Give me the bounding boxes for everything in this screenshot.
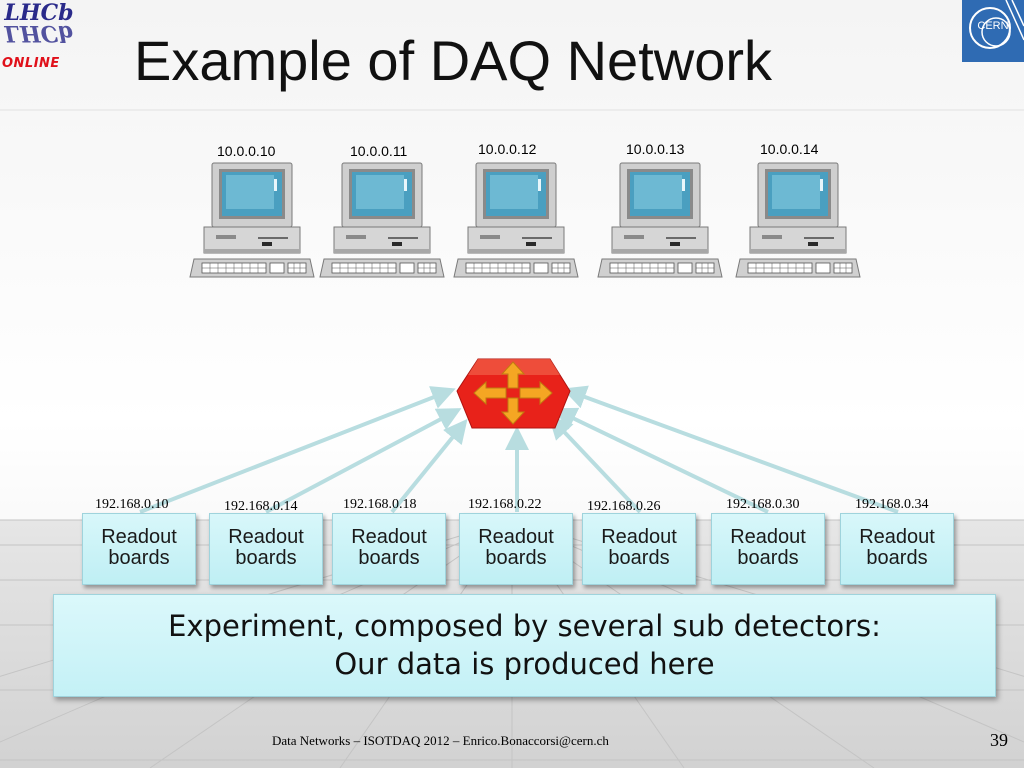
experiment-text-line2: Our data is produced here — [334, 647, 715, 681]
board-ip-label: 192.168.0.34 — [855, 497, 929, 512]
readout-board-label: boards — [608, 547, 670, 569]
readout-board-label: boards — [866, 547, 928, 569]
board-ip-label: 192.168.0.10 — [95, 497, 169, 512]
readout-board-label: Readout — [478, 526, 554, 548]
computer-ip-label: 10.0.0.13 — [626, 141, 685, 157]
board-ip-label: 192.168.0.30 — [726, 497, 800, 512]
board-ip-label: 192.168.0.22 — [468, 497, 542, 512]
slide-title: Example of DAQ Network — [134, 29, 772, 92]
experiment-text-line1: Experiment, composed by several sub dete… — [168, 609, 881, 643]
cern-logo-rings-icon — [969, 0, 1024, 49]
lhcb-online-logo: LHCb LHCb ONLINE — [0, 0, 76, 72]
readout-board-label: boards — [108, 547, 170, 569]
slide-footer: Data Networks – ISOTDAQ 2012 – Enrico.Bo… — [272, 733, 609, 748]
readout-board-label: Readout — [601, 526, 677, 548]
lhcb-logo-text: LHCb — [4, 0, 74, 26]
computer-icon — [453, 162, 579, 278]
readout-board-label: Readout — [351, 526, 427, 548]
readout-board: Readout boards — [82, 513, 196, 585]
readout-board-label: boards — [358, 547, 420, 569]
readout-board: Readout boards — [840, 513, 954, 585]
board-ip-label: 192.168.0.18 — [343, 497, 417, 512]
readout-board-label: boards — [235, 547, 297, 569]
readout-board: Readout boards — [332, 513, 446, 585]
router-switch-icon — [456, 358, 571, 429]
readout-board-label: Readout — [101, 526, 177, 548]
cern-logo: CERN — [962, 0, 1024, 62]
readout-board: Readout boards — [711, 513, 825, 585]
readout-board: Readout boards — [209, 513, 323, 585]
readout-board: Readout boards — [459, 513, 573, 585]
cern-logo-text: CERN — [977, 20, 1009, 32]
computer-icon — [597, 162, 723, 278]
board-ip-label: 192.168.0.26 — [587, 499, 661, 514]
readout-board-label: Readout — [859, 526, 935, 548]
connection-arrows — [139, 385, 899, 514]
readout-board-label: boards — [737, 547, 799, 569]
computer-icon — [189, 162, 315, 278]
readout-board-label: Readout — [228, 526, 304, 548]
computer-icon — [319, 162, 445, 278]
computer-ip-label: 10.0.0.14 — [760, 141, 819, 157]
readout-board-label: boards — [485, 547, 547, 569]
experiment-box: Experiment, composed by several sub dete… — [53, 594, 996, 697]
readout-board: Readout boards — [582, 513, 696, 585]
computer-ip-label: 10.0.0.11 — [350, 143, 408, 159]
computer-ip-label: 10.0.0.10 — [217, 143, 276, 159]
board-ip-label: 192.168.0.14 — [224, 499, 298, 514]
page-number: 39 — [990, 730, 1008, 750]
online-logo-text: ONLINE — [2, 56, 60, 71]
computer-ip-label: 10.0.0.12 — [478, 141, 537, 157]
computer-icon — [735, 162, 861, 278]
readout-board-label: Readout — [730, 526, 806, 548]
